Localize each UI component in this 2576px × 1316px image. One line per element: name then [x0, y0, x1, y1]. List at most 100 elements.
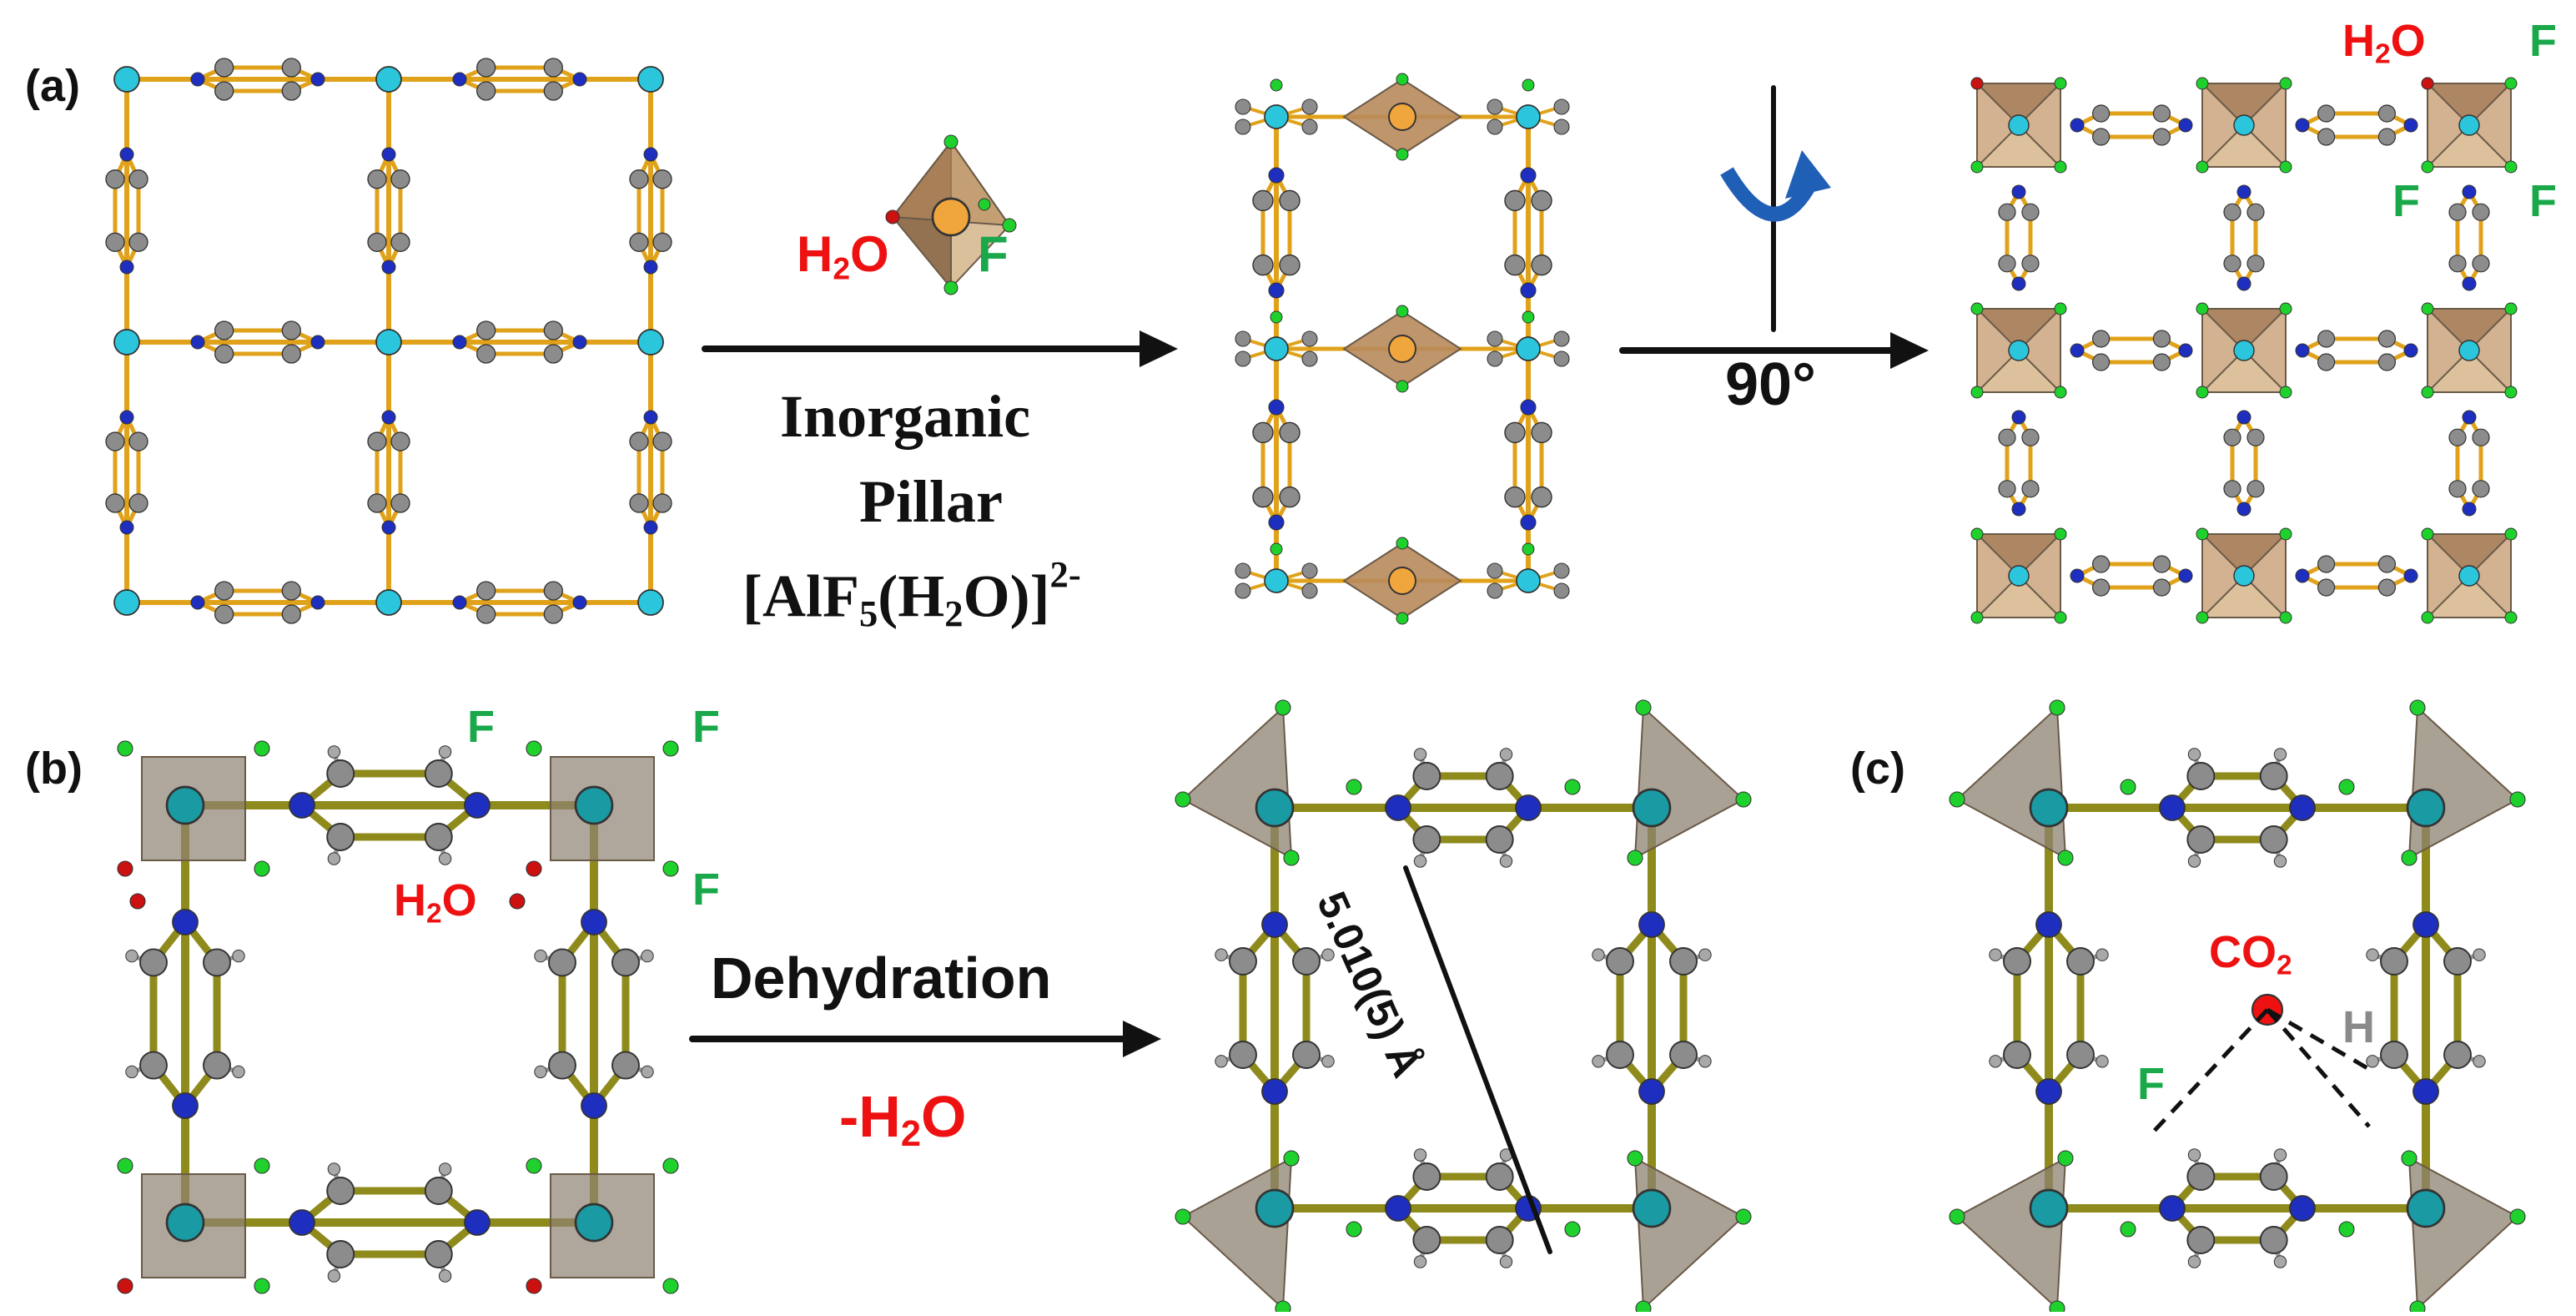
fluorine-atom	[1270, 542, 1283, 556]
fluorine-atom	[2509, 791, 2526, 808]
carbon-atom	[1412, 762, 1441, 790]
fluorine-atom	[1970, 302, 1984, 315]
corner-atom	[662, 1157, 679, 1174]
corner-atom	[526, 860, 542, 877]
carbon-atom	[390, 493, 410, 513]
carbon-atom	[214, 58, 234, 78]
fluorine-atom	[2401, 1150, 2418, 1167]
carbon-atom	[2317, 353, 2336, 371]
carbon-atom	[1292, 1041, 1321, 1069]
nitrogen-atom	[119, 410, 134, 425]
hydrogen-atom	[1989, 1055, 2002, 1068]
carbon-atom	[2223, 255, 2241, 273]
nitrogen-atom	[2236, 276, 2251, 291]
nitrogen-atom	[2462, 184, 2477, 199]
corner-atom	[662, 860, 679, 877]
carbon-atom	[2377, 555, 2396, 573]
carbon-atom	[543, 344, 563, 364]
carbon-atom	[139, 948, 168, 977]
carbon-atom	[543, 581, 563, 601]
carbon-atom	[2317, 128, 2336, 146]
carbon-atom	[652, 493, 672, 513]
interaction-line	[2266, 1007, 2369, 1071]
fluorine-atom	[2421, 302, 2434, 315]
hydrogen-atom	[1499, 855, 1513, 868]
carbon-atom	[1487, 350, 1503, 367]
fluorine-atom	[1970, 527, 1984, 541]
hydrogen-atom	[1215, 948, 1228, 961]
hydrogen-atom	[1989, 948, 2002, 961]
carbon-atom	[652, 431, 672, 451]
carbon-atom	[105, 232, 125, 252]
carbon-atom	[367, 169, 387, 189]
hydrogen-atom	[2473, 948, 2486, 961]
nitrogen-atom	[2178, 118, 2193, 133]
carbon-atom	[1301, 98, 1318, 115]
nitrogen-atom	[381, 260, 396, 275]
hydrogen-atom	[438, 1269, 452, 1283]
carbon-atom	[2377, 353, 2396, 371]
metal-atom	[2029, 788, 2069, 828]
nitrogen-atom	[2070, 118, 2085, 133]
carbon-atom	[1412, 1162, 1441, 1191]
fluorine-atom	[2279, 611, 2292, 624]
carbon-atom	[629, 232, 649, 252]
carbon-atom	[2003, 1041, 2031, 1069]
carbon-atom	[1669, 1041, 1698, 1069]
fluorine-atom	[1270, 78, 1283, 92]
nitrogen-atom	[2178, 568, 2193, 583]
carbon-atom	[367, 232, 387, 252]
carbon-atom	[128, 493, 148, 513]
reaction-arrow-icon-head	[1123, 1021, 1161, 1057]
nitrogen-atom	[1268, 514, 1285, 531]
nitrogen-atom	[172, 1092, 199, 1119]
carbon-atom	[2259, 1226, 2288, 1254]
carbon-atom	[1669, 947, 1698, 976]
carbon-atom	[214, 344, 234, 364]
metal-atom	[637, 66, 664, 93]
carbon-atom	[2152, 330, 2171, 348]
tetrahedron	[1633, 1157, 1745, 1311]
carbon-atom	[2448, 255, 2467, 273]
octahedron-face	[2425, 83, 2513, 127]
fluorine-atom	[2421, 611, 2434, 624]
nitrogen-atom	[572, 72, 587, 87]
fluorine-atom	[2196, 160, 2209, 174]
nitrogen-atom	[643, 260, 658, 275]
nitrogen-atom	[2412, 1078, 2439, 1105]
carbon-atom	[424, 1177, 453, 1205]
metal-atom	[113, 589, 140, 616]
hydrogen-atom	[232, 1065, 245, 1079]
nitrogen-atom	[2011, 410, 2026, 425]
carbon-atom	[214, 581, 234, 601]
nitrogen-atom	[643, 147, 658, 162]
fluorine-atom	[2054, 386, 2067, 399]
carbon-atom	[1301, 330, 1318, 347]
carbon-atom	[105, 493, 125, 513]
octahedron-face	[2200, 124, 2288, 168]
hydrogen-atom	[1413, 1148, 1427, 1162]
nitrogen-atom	[172, 909, 199, 935]
tetrahedron	[1633, 705, 1745, 860]
carbon-atom	[1998, 428, 2016, 446]
interaction-line	[2266, 1008, 2371, 1128]
hydrogen-atom	[2096, 1055, 2109, 1068]
fluorine-atom	[2054, 302, 2067, 315]
atom-label-f-b2: F	[692, 702, 720, 752]
panel-label-b: (b)	[25, 744, 83, 794]
carbon-atom	[1531, 189, 1552, 212]
nitrogen-atom	[2159, 794, 2186, 821]
carbon-atom	[629, 169, 649, 189]
atom-label-h-c: H	[2342, 1002, 2375, 1052]
carbon-atom	[2472, 255, 2490, 273]
hydrogen-atom	[2273, 1148, 2287, 1162]
carbon-atom	[2186, 762, 2216, 790]
nitrogen-atom	[381, 147, 396, 162]
carbon-atom	[1301, 582, 1318, 599]
hydrogen-atom	[1499, 1255, 1513, 1268]
carbon-atom	[2472, 203, 2490, 221]
fluorine-atom	[2057, 1150, 2074, 1167]
nitrogen-atom	[2011, 184, 2026, 199]
nitrogen-atom	[1638, 1078, 1665, 1105]
